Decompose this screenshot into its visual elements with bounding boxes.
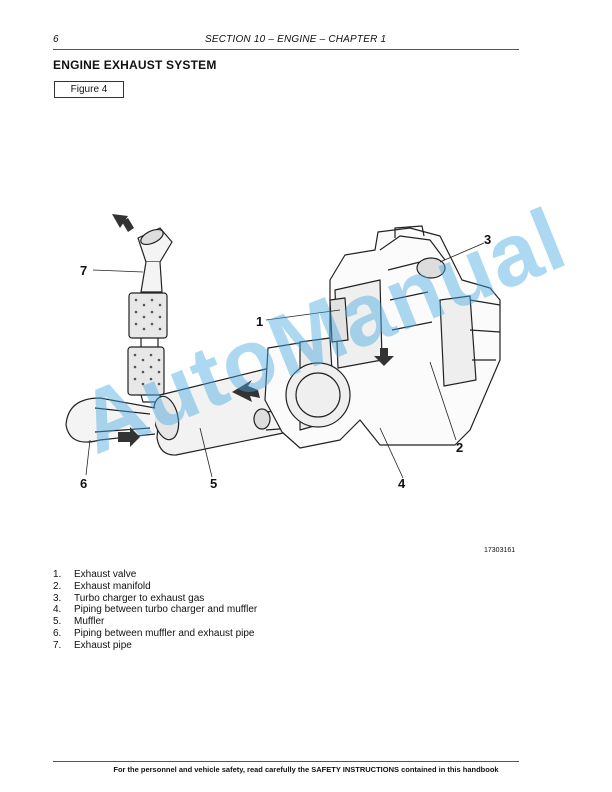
page-number: 6 bbox=[53, 34, 59, 45]
parts-legend: 1.Exhaust valve 2.Exhaust manifold 3.Tur… bbox=[53, 569, 257, 652]
footer-safety-note: For the personnel and vehicle safety, re… bbox=[113, 765, 499, 774]
list-item: 1.Exhaust valve bbox=[53, 569, 137, 580]
list-item: 6.Piping between muffler and exhaust pip… bbox=[53, 627, 255, 639]
list-item: 5.Muffler bbox=[53, 616, 105, 628]
list-item: 3.Turbo charger to exhaust gas bbox=[53, 592, 205, 604]
figure-label: Figure 4 bbox=[54, 81, 124, 98]
callout-2: 2 bbox=[456, 440, 464, 455]
list-item: 4.Piping between turbo charger and muffl… bbox=[53, 604, 258, 616]
callout-6: 6 bbox=[80, 476, 88, 491]
callout-3: 3 bbox=[484, 232, 492, 247]
list-item: 2.Exhaust manifold bbox=[53, 580, 151, 592]
footer-rule bbox=[53, 761, 519, 762]
header-rule bbox=[53, 49, 519, 50]
callout-7: 7 bbox=[80, 263, 88, 278]
list-item: 7.Exhaust pipe bbox=[53, 639, 132, 651]
callout-4: 4 bbox=[398, 476, 406, 491]
figure-id: 17303161 bbox=[484, 547, 516, 554]
callout-1: 1 bbox=[256, 314, 264, 329]
callout-5: 5 bbox=[210, 476, 218, 491]
page-title: ENGINE EXHAUST SYSTEM bbox=[53, 58, 217, 72]
section-header: SECTION 10 – ENGINE – CHAPTER 1 bbox=[205, 34, 387, 45]
